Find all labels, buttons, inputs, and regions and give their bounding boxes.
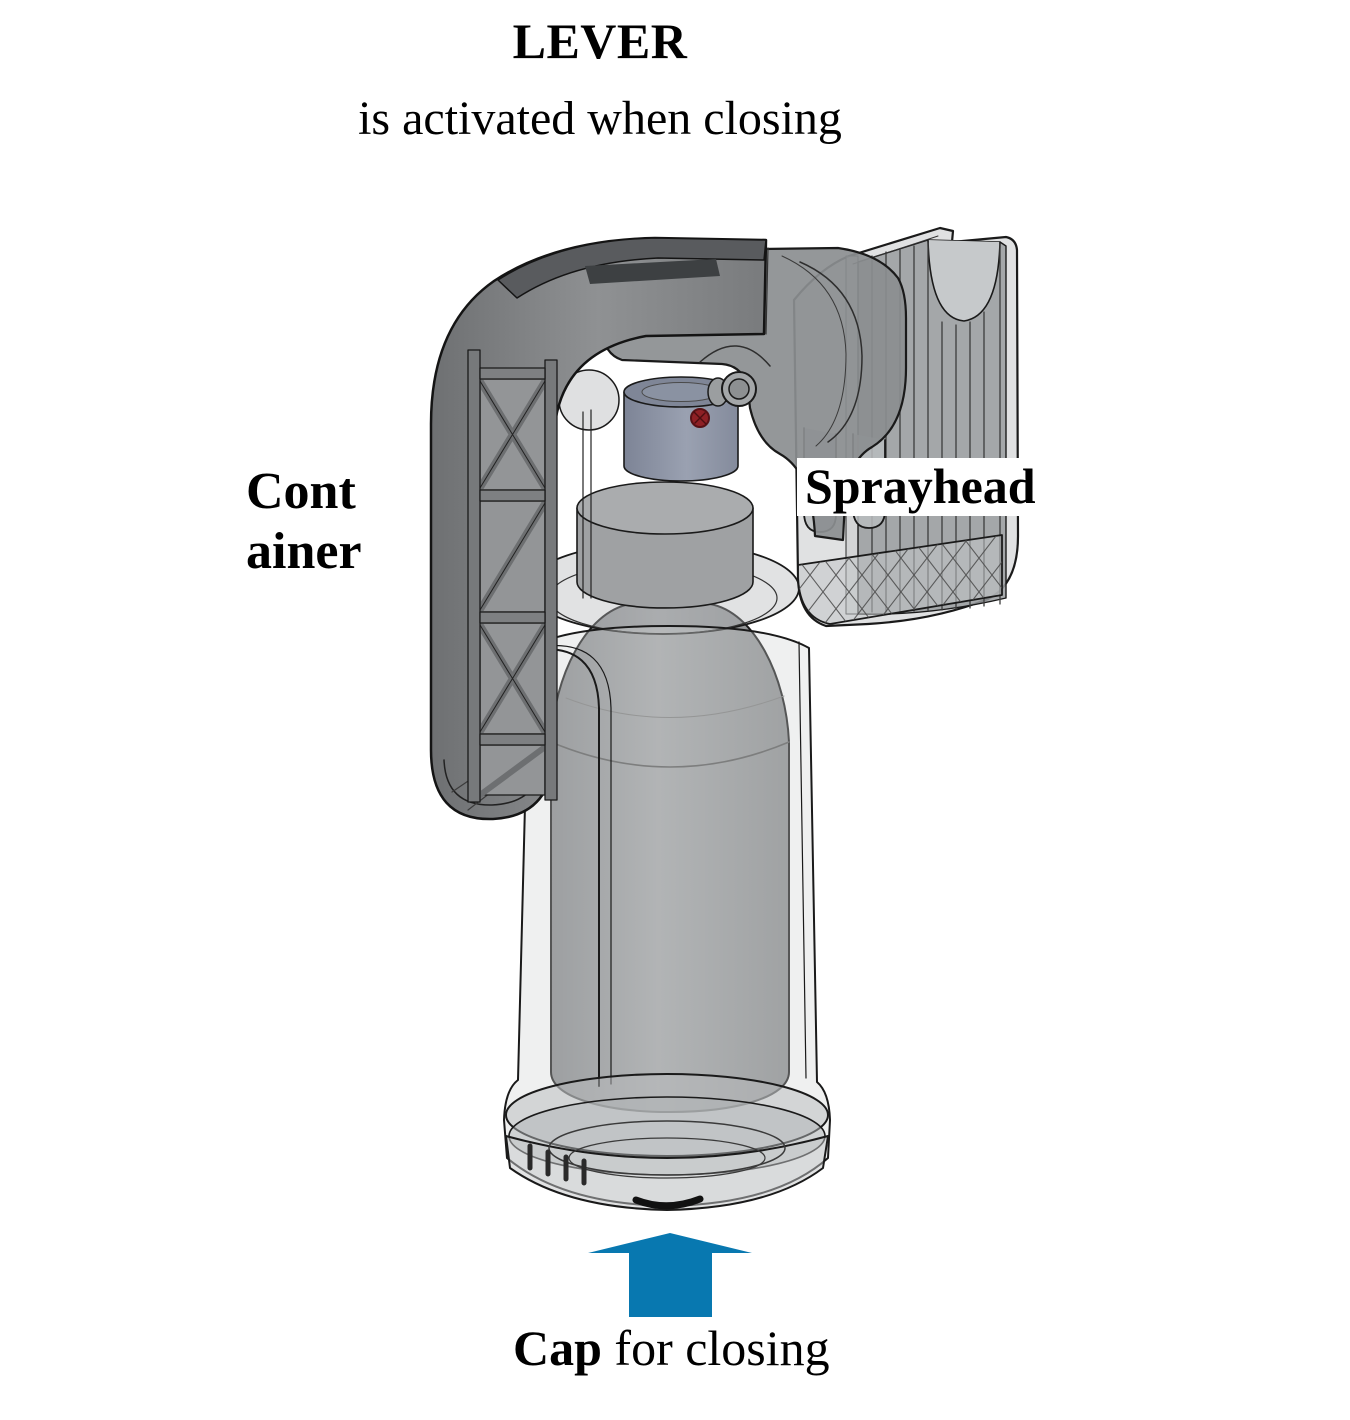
up-arrow-icon bbox=[588, 1233, 752, 1317]
holder-floor bbox=[797, 534, 1003, 625]
lever-truss bbox=[467, 349, 558, 803]
valve-assembly bbox=[526, 369, 800, 635]
cap-label: Cap for closing bbox=[513, 1320, 830, 1376]
container-outer-shell bbox=[503, 625, 831, 1207]
container-label-line1: Cont bbox=[246, 463, 356, 520]
lever-subtitle: is activated when closing bbox=[358, 92, 842, 145]
container-label-line2: ainer bbox=[246, 523, 362, 580]
holder-notch bbox=[927, 239, 1001, 322]
lever-title: LEVER bbox=[512, 13, 688, 69]
container-label: Cont ainer bbox=[246, 462, 362, 582]
cap-label-rest: for closing bbox=[601, 1320, 830, 1376]
header: LEVER is activated when closing bbox=[0, 14, 1200, 146]
sprayhead-label: Sprayhead bbox=[797, 458, 1046, 516]
base-cap bbox=[505, 1073, 829, 1211]
lever-top-face bbox=[497, 237, 767, 299]
cap-label-bold: Cap bbox=[513, 1320, 602, 1376]
